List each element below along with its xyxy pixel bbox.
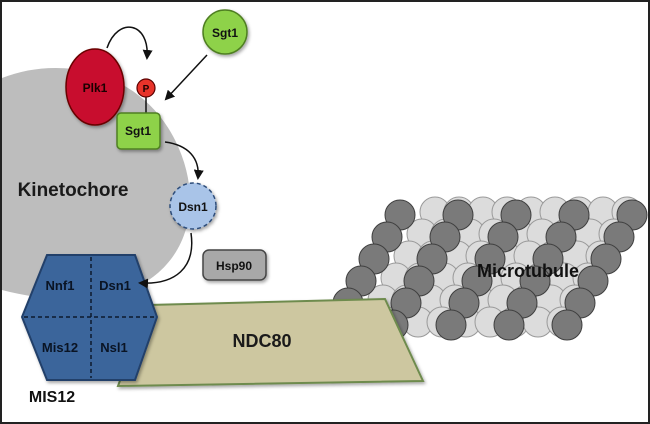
sgt1-bound-label: Sgt1 (125, 124, 151, 138)
ndc80-complex: NDC80 (116, 297, 425, 388)
hsp90-label: Hsp90 (216, 259, 252, 273)
plk1: Plk1 (65, 48, 125, 126)
kinetochore-label: Kinetochore (18, 180, 129, 201)
hsp90: Hsp90 (202, 249, 267, 281)
arrow-plk1-to-phospho (106, 26, 153, 60)
microtubule-label: Microtubule (477, 261, 579, 281)
dsn1-free: Dsn1 (169, 182, 217, 230)
mis12-subunit-label: Mis12 (42, 340, 78, 355)
tubulin-subunit-dark (551, 309, 583, 341)
tubulin-subunit-dark (493, 309, 525, 341)
arrow-sgt1-to-dsn1 (164, 141, 204, 180)
nsl1-label: Nsl1 (100, 340, 127, 355)
tubulin-subunit-dark (435, 309, 467, 341)
phospho-label: P (143, 84, 150, 95)
sgt1-free: Sgt1 (202, 9, 248, 55)
sgt1-bound: Sgt1 (116, 112, 161, 150)
arrow-sgt1-binding (164, 54, 208, 101)
phospho-group: P (136, 78, 156, 98)
plk1-label: Plk1 (83, 81, 108, 95)
dsn1-free-label: Dsn1 (178, 200, 208, 214)
ndc80-label: NDC80 (232, 331, 291, 351)
arrow-dsn1-to-mis12 (138, 232, 193, 289)
dsn1-subunit-label: Dsn1 (99, 278, 131, 293)
mis12-complex-label: MIS12 (29, 389, 75, 406)
nnf1-label: Nnf1 (46, 278, 75, 293)
mis12-complex: Nnf1 Dsn1 Mis12 Nsl1 (20, 254, 159, 381)
sgt1-free-label: Sgt1 (212, 26, 238, 40)
